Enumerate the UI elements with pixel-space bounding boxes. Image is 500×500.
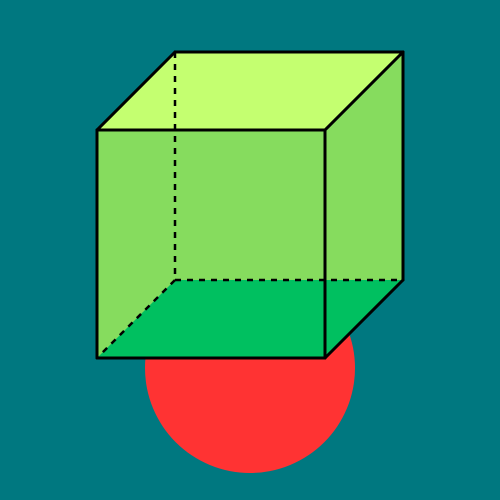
cube-hidden-edges [96, 52, 403, 359]
edge-top-right [323, 50, 405, 132]
edge-bottom-right [323, 278, 405, 360]
cube-top-face [97, 52, 403, 130]
edge-top-left [95, 50, 177, 132]
cube-visible-edges [95, 50, 405, 360]
